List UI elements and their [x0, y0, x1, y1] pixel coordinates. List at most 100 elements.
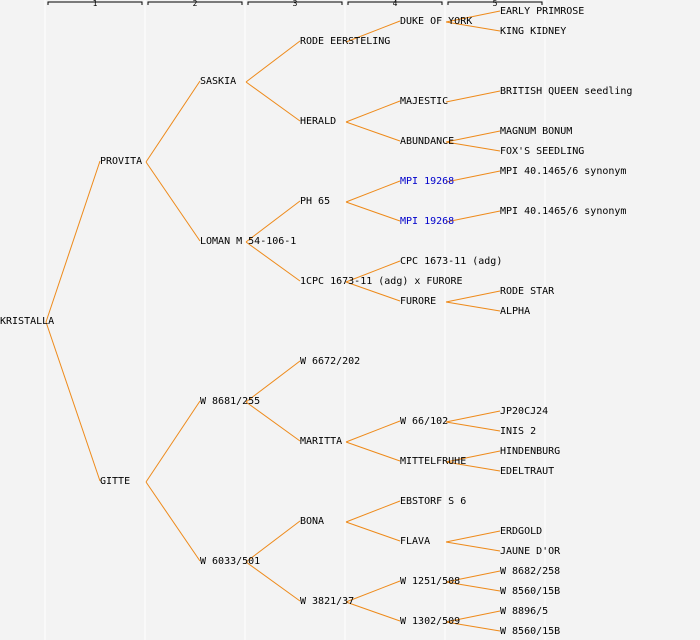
- pedigree-connector: [345, 180, 401, 203]
- pedigree-connector: [245, 40, 301, 83]
- pedigree-connector: [445, 170, 501, 183]
- pedigree-node: MPI 40.1465/6 synonym: [500, 166, 627, 177]
- pedigree-connector: [345, 500, 401, 523]
- pedigree-connector: [445, 421, 501, 432]
- pedigree-node: KRISTALLA: [0, 316, 55, 327]
- pedigree-node: MITTELFRUHE: [400, 456, 467, 467]
- pedigree-connector: [445, 621, 501, 632]
- column-header-bracket: [147, 1, 243, 5]
- pedigree-node: LOMAN M 54-106-1: [200, 236, 297, 247]
- pedigree-connector: [245, 520, 301, 563]
- pedigree-connector: [445, 210, 501, 223]
- pedigree-connector: [145, 400, 201, 483]
- pedigree-connector: [345, 100, 401, 123]
- pedigree-node: BRITISH QUEEN seedling: [500, 86, 633, 97]
- pedigree-node: ERDGOLD: [500, 526, 543, 537]
- pedigree-node: FURORE: [400, 296, 437, 307]
- pedigree-node: W 1251/508: [400, 576, 461, 587]
- pedigree-node: INIS 2: [500, 426, 537, 437]
- pedigree-connector: [345, 260, 401, 283]
- pedigree-connector: [345, 20, 401, 43]
- pedigree-node: MAJESTIC: [400, 96, 449, 107]
- pedigree-connector: [145, 161, 201, 242]
- column-header-bracket: [447, 1, 543, 5]
- pedigree-node: MPI 40.1465/6 synonym: [500, 206, 627, 217]
- pedigree-node: FOX'S SEEDLING: [500, 146, 585, 157]
- pedigree-connector: [145, 80, 201, 163]
- pedigree-connector: [445, 410, 501, 423]
- pedigree-connector: [245, 360, 301, 403]
- pedigree-node: MARITTA: [300, 436, 343, 447]
- pedigree-connector: [445, 10, 501, 23]
- pedigree-connector: [445, 450, 501, 463]
- pedigree-node: W 8560/15B: [500, 626, 561, 637]
- pedigree-node-link[interactable]: MPI 19268: [400, 176, 455, 187]
- pedigree-node: W 8560/15B: [500, 586, 561, 597]
- pedigree-node: RODE STAR: [500, 286, 555, 297]
- column-header-3: 3: [292, 0, 298, 8]
- pedigree-node: RODE EERSTELING: [300, 36, 391, 47]
- pedigree-node: W 8682/258: [500, 566, 561, 577]
- pedigree-connector: [345, 281, 401, 302]
- pedigree-node: ALPHA: [500, 306, 531, 317]
- pedigree-node: W 1302/509: [400, 616, 461, 627]
- pedigree-connector: [445, 461, 501, 472]
- pedigree-connector: [445, 530, 501, 543]
- pedigree-node: JP20CJ24: [500, 406, 549, 417]
- pedigree-connector: [445, 301, 501, 312]
- pedigree-node: SASKIA: [200, 76, 237, 87]
- pedigree-connector: [345, 601, 401, 622]
- pedigree-node: W 6672/202: [300, 356, 361, 367]
- pedigree-connector: [345, 580, 401, 603]
- column-header-4: 4: [392, 0, 398, 8]
- pedigree-connector: [145, 481, 201, 562]
- pedigree-connector: [445, 90, 501, 103]
- pedigree-connector: [445, 141, 501, 152]
- pedigree-node-link[interactable]: MPI 19268: [400, 216, 455, 227]
- pedigree-connector: [345, 521, 401, 542]
- pedigree-connector: [45, 160, 101, 323]
- column-header-5: 5: [492, 0, 498, 8]
- pedigree-node: PH 65: [300, 196, 331, 207]
- pedigree-connector: [245, 241, 301, 282]
- pedigree-connector: [345, 420, 401, 443]
- pedigree-connector: [245, 200, 301, 243]
- pedigree-node: W 66/102: [400, 416, 449, 427]
- pedigree-node: EBSTORF S 6: [400, 496, 467, 507]
- column-header-bracket: [47, 1, 143, 5]
- pedigree-connector: [445, 541, 501, 552]
- pedigree-node: W 8896/5: [500, 606, 549, 617]
- pedigree-connector: [345, 441, 401, 462]
- pedigree-connector: [445, 570, 501, 583]
- pedigree-node: ABUNDANCE: [400, 136, 455, 147]
- pedigree-connector: [445, 290, 501, 303]
- pedigree-node: GITTE: [100, 476, 131, 487]
- pedigree-node: EDELTRAUT: [500, 466, 555, 477]
- column-header-1: 1: [92, 0, 98, 8]
- pedigree-connector: [245, 401, 301, 442]
- pedigree-node: W 6033/501: [200, 556, 261, 567]
- pedigree-node: W 8681/255: [200, 396, 261, 407]
- pedigree-node: 1CPC 1673-11 (adg) x FURORE: [300, 276, 463, 287]
- pedigree-connector: [445, 610, 501, 623]
- pedigree-connector: [345, 121, 401, 142]
- pedigree-node: JAUNE D'OR: [500, 546, 561, 557]
- pedigree-node: EARLY PRIMROSE: [500, 6, 585, 17]
- pedigree-node: MAGNUM BONUM: [500, 126, 573, 137]
- pedigree-connector: [445, 581, 501, 592]
- pedigree-node: FLAVA: [400, 536, 431, 547]
- pedigree-node: BONA: [300, 516, 325, 527]
- pedigree-connector: [245, 561, 301, 602]
- pedigree-node: HINDENBURG: [500, 446, 561, 457]
- pedigree-node: DUKE OF YORK: [400, 16, 473, 27]
- pedigree-node: KING KIDNEY: [500, 26, 567, 37]
- pedigree-node: CPC 1673-11 (adg): [400, 256, 503, 267]
- column-header-bracket: [247, 1, 343, 5]
- pedigree-node: W 3821/37: [300, 596, 355, 607]
- pedigree-node: PROVITA: [100, 156, 143, 167]
- column-header-bracket: [347, 1, 443, 5]
- pedigree-connector: [445, 130, 501, 143]
- pedigree-connector: [245, 81, 301, 122]
- pedigree-connector: [45, 321, 101, 482]
